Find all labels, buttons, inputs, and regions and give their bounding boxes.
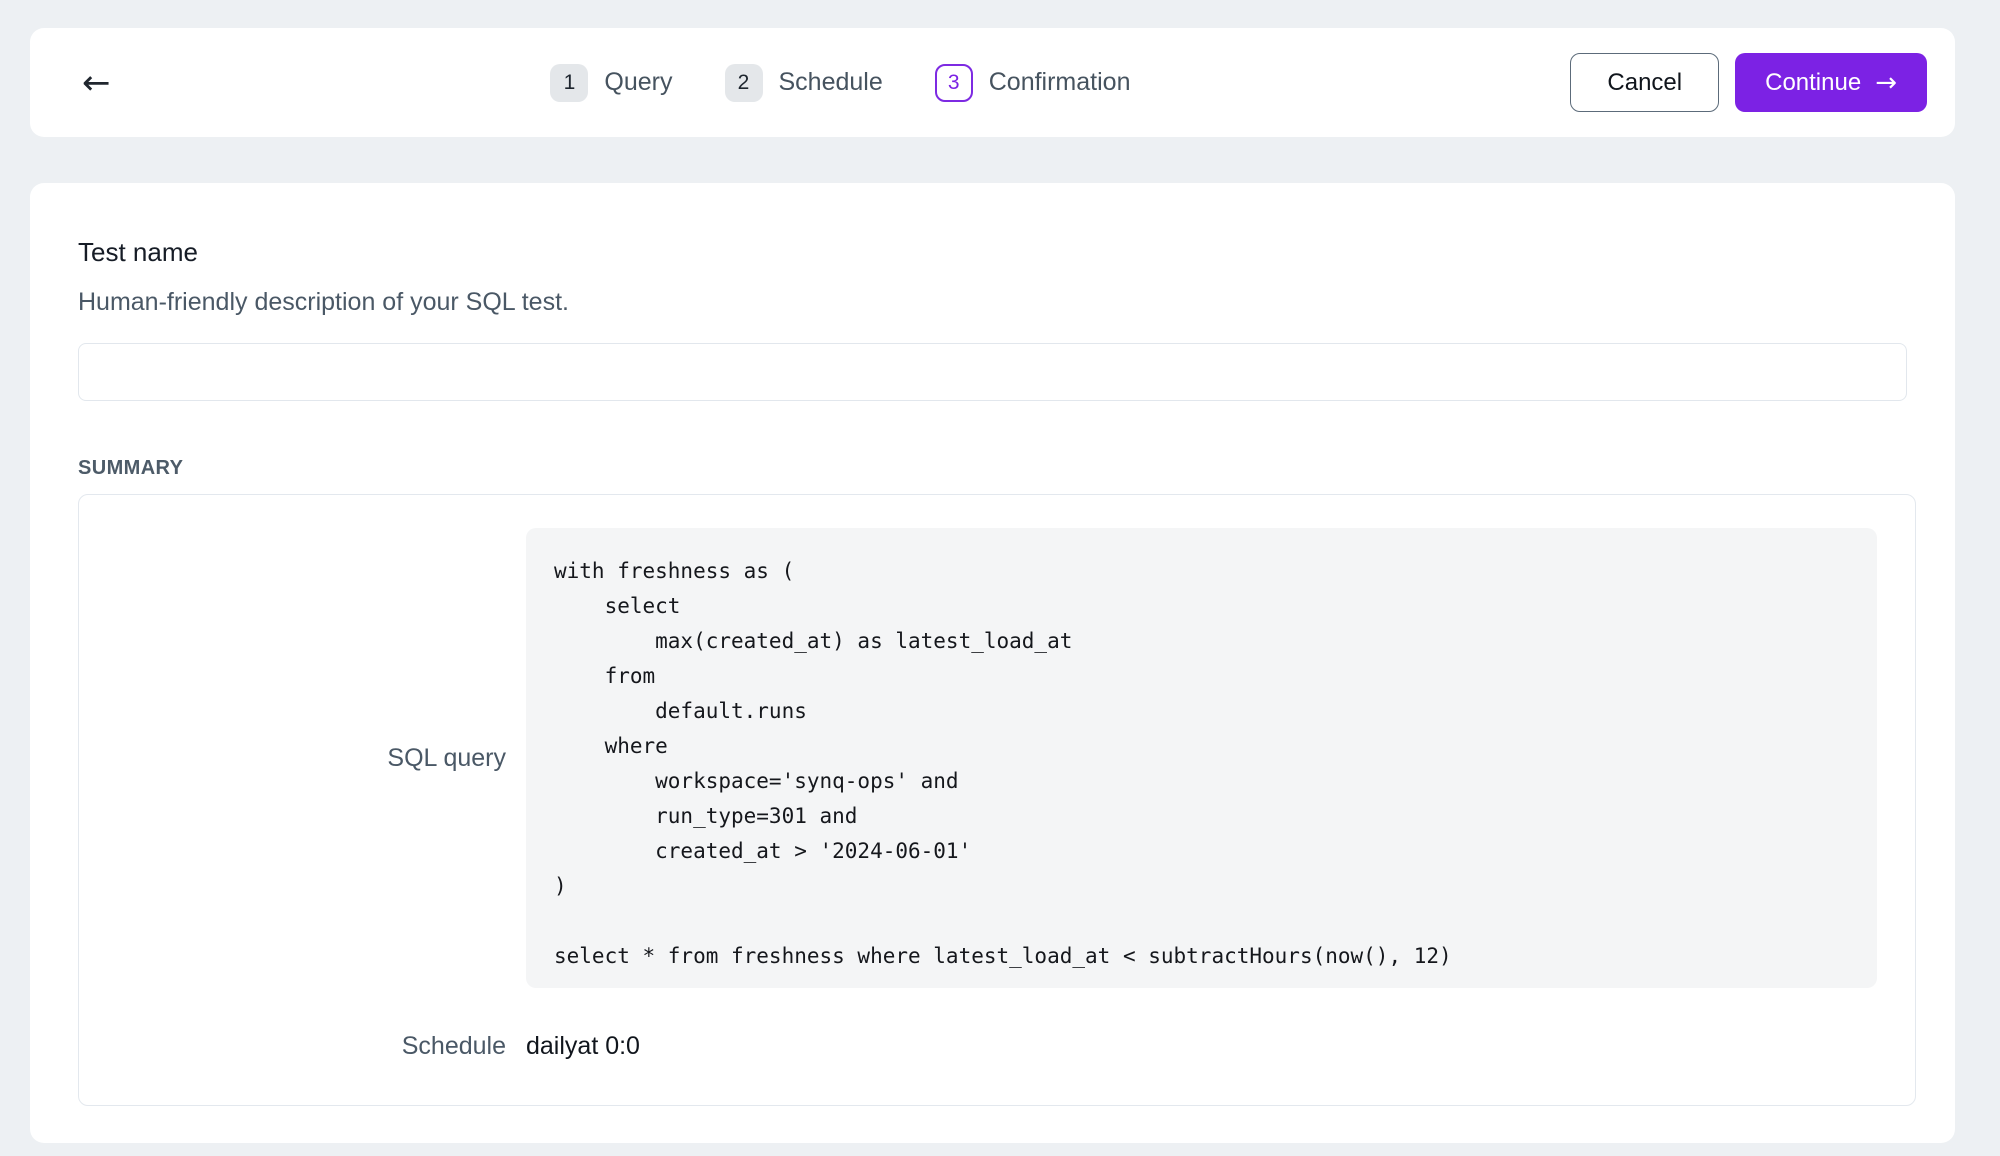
wizard-stepper: 1 Query 2 Schedule 3 Confirmation bbox=[550, 63, 1131, 102]
schedule-label: Schedule bbox=[401, 1032, 506, 1060]
step-confirmation-badge: 3 bbox=[934, 63, 973, 102]
step-confirmation-label: Confirmation bbox=[988, 68, 1131, 96]
step-schedule[interactable]: 2 Schedule bbox=[724, 63, 883, 102]
continue-button-label: Continue bbox=[1765, 68, 1862, 96]
top-bar-actions: Cancel Continue → bbox=[1570, 53, 1927, 112]
back-arrow-icon[interactable]: ← bbox=[82, 62, 111, 103]
step-query[interactable]: 1 Query bbox=[550, 63, 673, 102]
sql-query-code: with freshness as ( select max(created_a… bbox=[526, 528, 1877, 988]
summary-heading: SUMMARY bbox=[78, 457, 184, 479]
test-name-input[interactable] bbox=[78, 343, 1907, 401]
step-schedule-badge: 2 bbox=[724, 63, 763, 102]
step-query-badge: 1 bbox=[550, 63, 589, 102]
wizard-top-bar: ← 1 Query 2 Schedule 3 Confirmation Canc… bbox=[30, 28, 1955, 137]
test-name-title: Test name bbox=[78, 237, 198, 267]
arrow-right-icon: → bbox=[1875, 67, 1897, 98]
sql-query-label: SQL query bbox=[387, 743, 506, 772]
step-confirmation[interactable]: 3 Confirmation bbox=[934, 63, 1131, 102]
schedule-value: dailyat 0:0 bbox=[526, 1032, 640, 1060]
confirmation-panel: Test name Human-friendly description of … bbox=[30, 183, 1955, 1143]
step-schedule-label: Schedule bbox=[778, 68, 883, 96]
summary-box: SQL query with freshness as ( select max… bbox=[78, 494, 1916, 1106]
continue-button[interactable]: Continue → bbox=[1735, 53, 1927, 112]
test-name-description: Human-friendly description of your SQL t… bbox=[78, 288, 569, 316]
cancel-button[interactable]: Cancel bbox=[1570, 53, 1720, 112]
step-query-label: Query bbox=[604, 68, 673, 96]
